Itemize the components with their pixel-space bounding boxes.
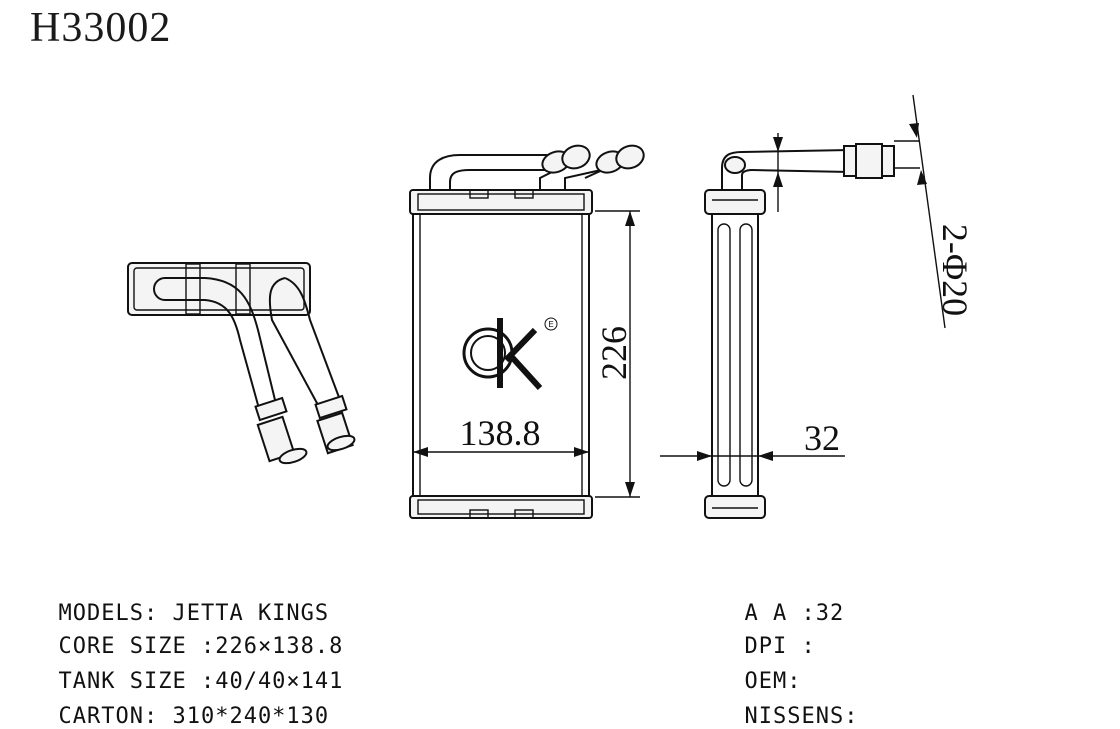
thickness-dimension-label: 32 [804,418,840,458]
spec-core-size-label: CORE SIZE : [58,634,216,659]
spec-models-label: MODELS: [58,601,159,626]
spec-dpi: DPI : [716,609,816,659]
spec-aa-value: 32 [815,601,845,626]
side-view: 32 2-Φ20 [660,94,975,519]
spec-models-value: JETTA KINGS [172,601,330,626]
spec-aa: A A :32 [716,576,844,626]
spec-oem: OEM: [716,644,801,694]
spec-carton-value: 310*240*130 [172,704,330,729]
spec-oem-label: OEM: [744,669,802,694]
spec-aa-label: A A : [744,601,816,626]
spec-carton-label: CARTON: [58,704,159,729]
spec-tank-size: TANK SIZE :40/40×141 [30,644,343,694]
pipe-diameter-label: 2-Φ20 [935,224,975,316]
spec-dpi-label: DPI : [744,634,816,659]
spec-core-size: CORE SIZE :226×138.8 [30,609,343,659]
spec-core-size-value: 226×138.8 [215,634,344,659]
spec-models: MODELS: JETTA KINGS [30,576,329,626]
spec-tank-size-label: TANK SIZE : [58,669,216,694]
brand-logo: E [462,317,558,391]
spec-nissens: NISSENS: [716,679,858,729]
width-dimension-label: 138.8 [460,413,541,453]
height-dimension-label: 226 [594,326,634,380]
spec-tank-size-value: 40/40×141 [215,669,344,694]
spec-nissens-label: NISSENS: [744,704,859,729]
top-view [127,262,356,465]
part-number-title: H33002 [30,5,172,51]
logo-mark: E [548,320,553,329]
front-view: E 138.8 226 [409,144,645,519]
spec-carton: CARTON: 310*240*130 [30,679,329,729]
